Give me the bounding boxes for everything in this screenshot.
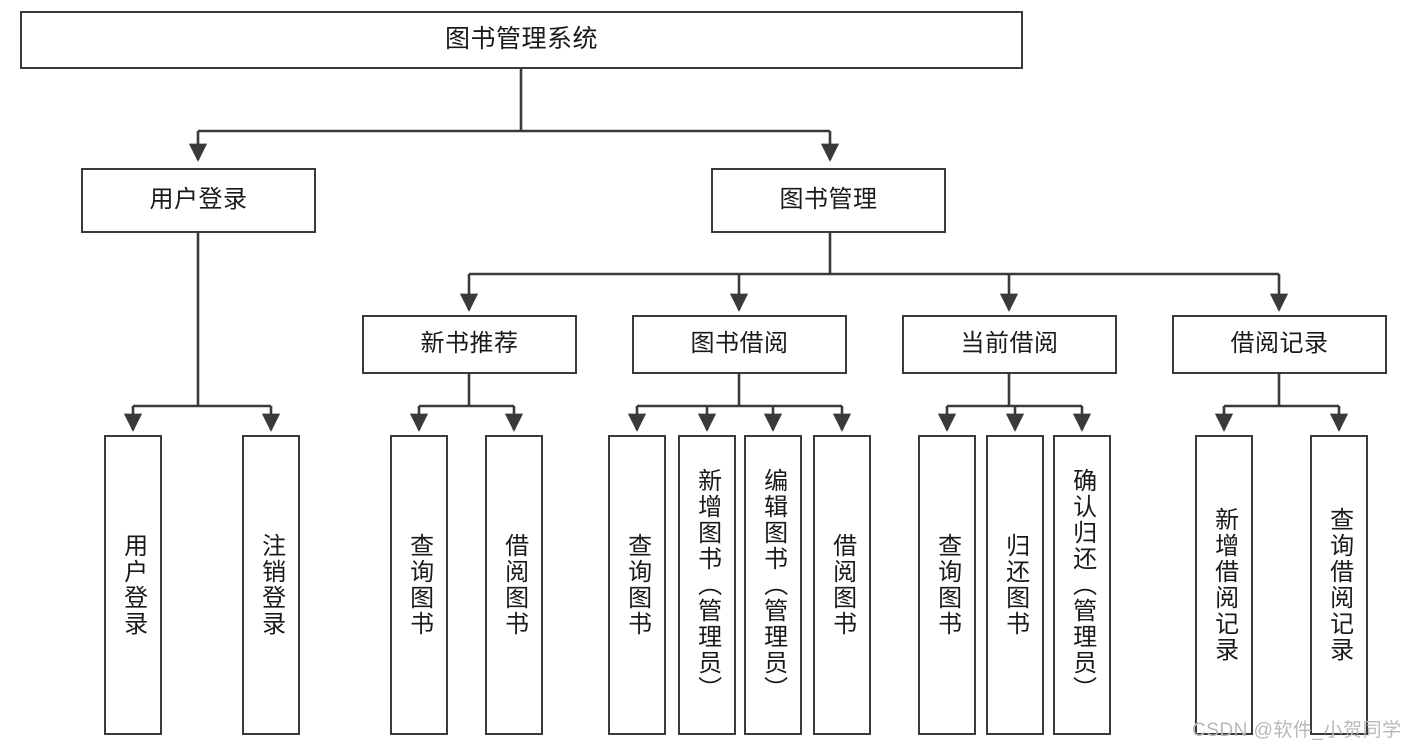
node-book-management[interactable]: 图书管理 — [711, 168, 946, 233]
leaf-record-query-borrow-record[interactable]: 查询借阅记录 — [1310, 435, 1368, 735]
node-label: 图书管理系统 — [444, 25, 598, 54]
node-label: 归还图书 — [1001, 533, 1029, 637]
node-new-book-recommendation[interactable]: 新书推荐 — [362, 315, 577, 374]
leaf-current-confirm-return-admin[interactable]: 确认归还（管理员） — [1053, 435, 1111, 735]
node-label: 查询图书 — [405, 533, 433, 637]
node-label: 图书管理 — [779, 186, 878, 214]
node-label: 查询图书 — [933, 533, 961, 637]
leaf-current-return-book[interactable]: 归还图书 — [986, 435, 1044, 735]
node-label: 查询图书 — [623, 533, 651, 637]
node-label: 编辑图书（管理员） — [759, 468, 787, 702]
leaf-recommend-query-book[interactable]: 查询图书 — [390, 435, 448, 735]
leaf-borrow-query-book[interactable]: 查询图书 — [608, 435, 666, 735]
node-label: 借阅图书 — [500, 533, 528, 637]
node-user-login[interactable]: 用户登录 — [81, 168, 316, 233]
node-current-borrowing[interactable]: 当前借阅 — [902, 315, 1117, 374]
leaf-borrow-borrow-book[interactable]: 借阅图书 — [813, 435, 871, 735]
watermark-text: CSDN @软件_小贺同学 — [1192, 720, 1402, 741]
node-label: 图书借阅 — [690, 330, 789, 358]
node-label: 当前借阅 — [960, 330, 1059, 358]
node-label: 注销登录 — [257, 533, 285, 637]
leaf-record-add-borrow-record[interactable]: 新增借阅记录 — [1195, 435, 1253, 735]
node-label: 查询借阅记录 — [1325, 507, 1353, 663]
node-label: 新增图书（管理员） — [693, 468, 721, 702]
leaf-borrow-add-book-admin[interactable]: 新增图书（管理员） — [678, 435, 736, 735]
leaf-user-login-logout[interactable]: 注销登录 — [242, 435, 300, 735]
node-label: 新书推荐 — [420, 330, 519, 358]
node-book-borrowing[interactable]: 图书借阅 — [632, 315, 847, 374]
leaf-recommend-borrow-book[interactable]: 借阅图书 — [485, 435, 543, 735]
node-label: 用户登录 — [119, 533, 147, 637]
node-label: 用户登录 — [149, 186, 248, 214]
leaf-current-query-book[interactable]: 查询图书 — [918, 435, 976, 735]
node-label: 借阅记录 — [1230, 330, 1329, 358]
node-label: 确认归还（管理员） — [1068, 468, 1096, 702]
node-root-book-management-system[interactable]: 图书管理系统 — [20, 11, 1023, 69]
node-label: 借阅图书 — [828, 533, 856, 637]
leaf-user-login-login[interactable]: 用户登录 — [104, 435, 162, 735]
node-label: 新增借阅记录 — [1210, 507, 1238, 663]
node-borrow-record[interactable]: 借阅记录 — [1172, 315, 1387, 374]
leaf-borrow-edit-book-admin[interactable]: 编辑图书（管理员） — [744, 435, 802, 735]
